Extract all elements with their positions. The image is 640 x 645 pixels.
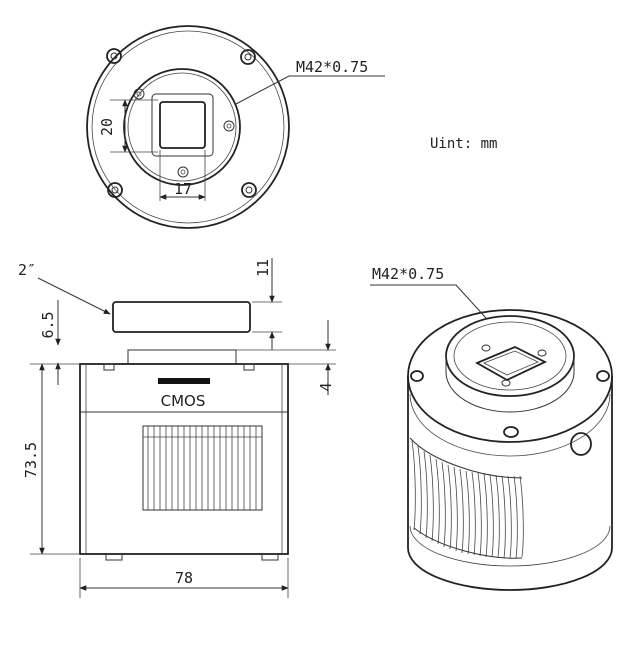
screw-icon [180, 169, 186, 175]
m42-thread-inner [127, 72, 237, 182]
screw-icon [226, 123, 232, 129]
iso-view: M42*0.75 [370, 265, 613, 591]
front-view: M42*0.75 20 17 [86, 25, 385, 229]
dim-body-width-text: 78 [175, 569, 193, 587]
sensor-window [159, 101, 206, 149]
screw-icon [244, 53, 252, 61]
camera-body [79, 363, 289, 555]
dim-height-text: 20 [98, 118, 116, 136]
dim-flange-text: 4 [317, 382, 335, 391]
filter-label: 2″ [18, 261, 36, 279]
power-port [570, 432, 592, 456]
heatsink-fins [142, 425, 263, 511]
screw-icon [111, 186, 119, 194]
iso-bottom-band [409, 525, 611, 567]
sensor-window-outer [151, 93, 214, 157]
sensor-slot [158, 378, 210, 384]
iso-m42-inner [453, 321, 567, 391]
cmos-label: CMOS [161, 392, 206, 410]
iso-m42-side [445, 356, 575, 413]
iso-top-rim [407, 309, 613, 443]
iso-thread-leader [370, 284, 487, 319]
screw-icon [240, 49, 256, 65]
front-inner-ring [91, 30, 285, 224]
screw-icon [133, 88, 145, 100]
iso-top-chamfer [409, 393, 611, 457]
dim-body-height-text: 73.5 [22, 442, 40, 478]
screw-icon [596, 370, 610, 382]
screw-icon [503, 426, 519, 438]
iso-sensor-inner [483, 350, 539, 376]
inner-screw-group [133, 88, 235, 178]
screw-icon [501, 379, 511, 387]
filter-leader-line [37, 277, 111, 315]
screw-icon [106, 48, 122, 64]
iso-heatsink-fins [409, 437, 524, 559]
screw-icon [481, 344, 491, 352]
filter-2inch [112, 301, 251, 333]
heatsink-fin-lines [147, 426, 257, 510]
foot-icon [105, 554, 123, 561]
screw-icon [410, 370, 424, 382]
side-view: 2″ 11 6.5 4 CMOS [18, 258, 336, 598]
front-thread-label: M42*0.75 [296, 58, 368, 76]
thread-leader-line [235, 75, 385, 105]
iso-screw-group [410, 344, 610, 438]
screw-icon [243, 363, 255, 371]
screw-icon [241, 182, 257, 198]
iso-body-sides [407, 376, 613, 591]
screw-icon [537, 349, 547, 357]
screw-icon [110, 52, 118, 60]
screw-icon [136, 91, 142, 97]
dim-offset-text: 6.5 [39, 311, 57, 338]
iso-sensor-window [474, 346, 548, 382]
unit-note: Uint: mm [430, 136, 497, 152]
screw-icon [177, 166, 189, 178]
screw-icon [107, 182, 123, 198]
front-outer-ring [86, 25, 290, 229]
dim-filter-thickness-text: 11 [254, 259, 272, 277]
iso-thread-label: M42*0.75 [372, 265, 444, 283]
dim-width-text: 17 [174, 180, 192, 198]
screw-icon [223, 120, 235, 132]
screw-icon [245, 186, 253, 194]
foot-icon [261, 554, 279, 561]
top-flange [127, 349, 237, 365]
screw-icon [103, 363, 115, 371]
outer-screw-group [106, 48, 257, 198]
